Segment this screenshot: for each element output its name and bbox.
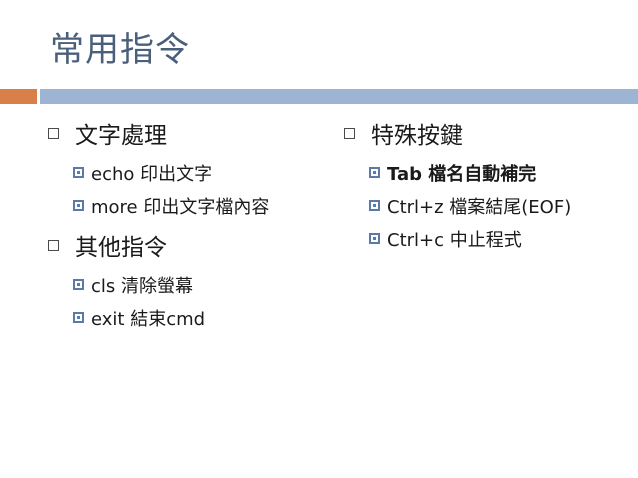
bullet-other-commands: 其他指令 — [46, 226, 269, 264]
square-bullet-icon — [73, 279, 84, 290]
sub-bullet-text: exit 結束cmd — [91, 308, 206, 330]
bullet-heading: 特殊按鍵 — [371, 123, 463, 149]
sub-bullet-ctrl-c: Ctrl+c 中止程式 — [369, 222, 571, 255]
blue-accent-bar — [40, 89, 638, 104]
sub-bullet-text: cls 清除螢幕 — [91, 275, 193, 297]
sub-bullet-exit: exit 結束cmd — [73, 301, 269, 334]
sub-bullet-text: more 印出文字檔內容 — [91, 196, 270, 218]
square-bullet-icon — [369, 233, 380, 244]
bullet-special-keys: 特殊按鍵 — [342, 114, 571, 152]
hollow-square-bullet-icon — [48, 239, 59, 251]
bullet-heading: 其他指令 — [75, 235, 167, 261]
right-column: 特殊按鍵 Tab 檔名自動補完 Ctrl+z 檔案結尾(EOF) Ctrl+c … — [342, 114, 571, 255]
square-bullet-icon — [369, 200, 380, 211]
sub-bullet-text: Ctrl+z 檔案結尾(EOF) — [387, 196, 572, 218]
sub-bullet-ctrl-z: Ctrl+z 檔案結尾(EOF) — [369, 189, 571, 222]
sub-bullet-text: echo 印出文字 — [91, 163, 213, 185]
hollow-square-bullet-icon — [344, 127, 355, 139]
square-bullet-icon — [73, 167, 84, 178]
sub-bullet-text: Tab 檔名自動補完 — [387, 163, 537, 185]
slide-title: 常用指令 — [50, 30, 190, 70]
sub-bullet-cls: cls 清除螢幕 — [73, 268, 269, 301]
sub-bullet-text: Ctrl+c 中止程式 — [387, 229, 522, 251]
left-column: 文字處理 echo 印出文字 more 印出文字檔內容 其他指令 cls 清除螢… — [46, 114, 269, 334]
bullet-heading: 文字處理 — [75, 123, 167, 149]
hollow-square-bullet-icon — [48, 127, 59, 139]
orange-accent-bar — [0, 89, 37, 104]
square-bullet-icon — [73, 312, 84, 323]
sub-bullet-tab: Tab 檔名自動補完 — [369, 156, 571, 189]
bullet-text-processing: 文字處理 — [46, 114, 269, 152]
square-bullet-icon — [73, 200, 84, 211]
sub-bullet-echo: echo 印出文字 — [73, 156, 269, 189]
sub-bullet-more: more 印出文字檔內容 — [73, 189, 269, 222]
square-bullet-icon — [369, 167, 380, 178]
